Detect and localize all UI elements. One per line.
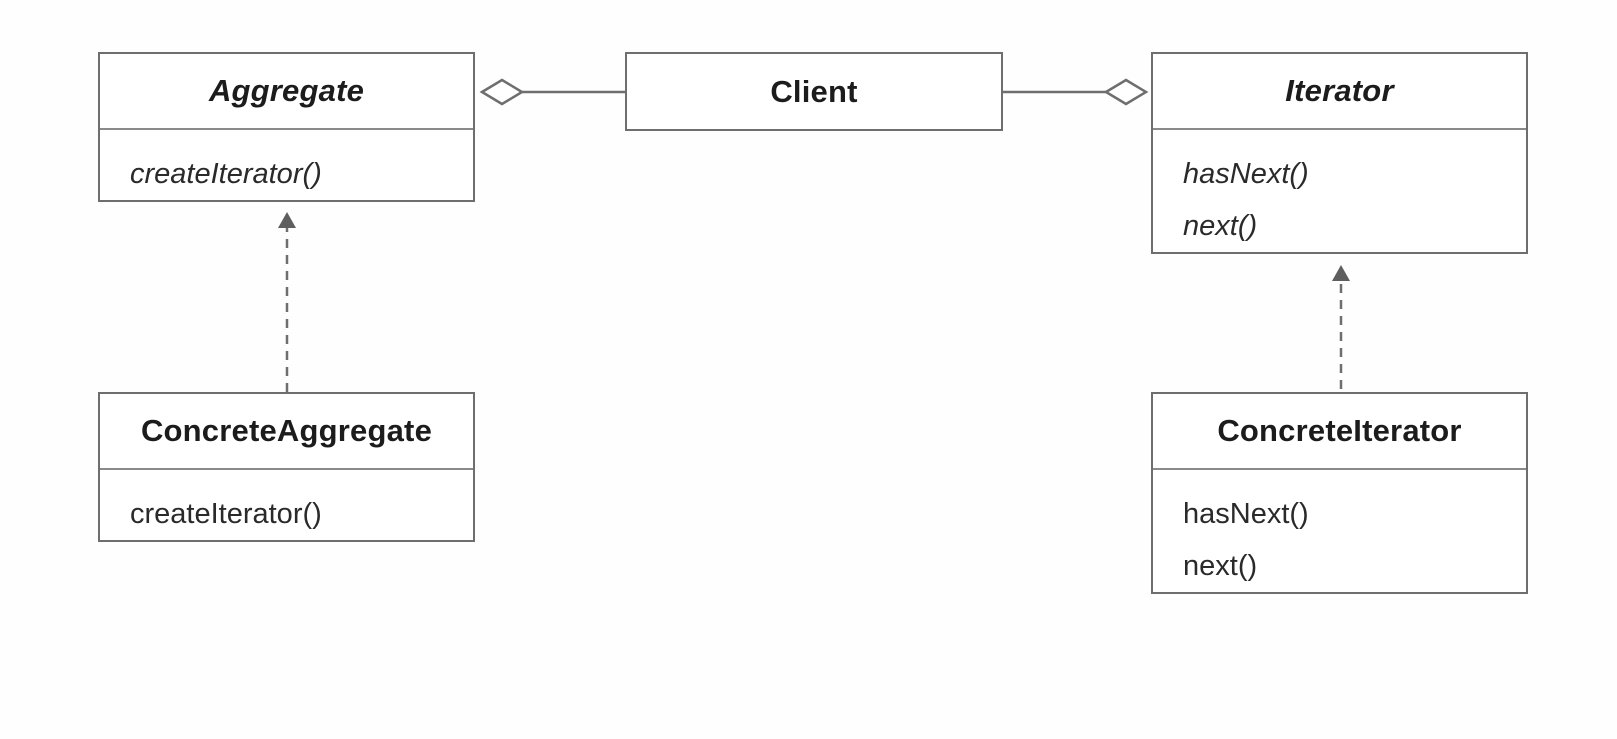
iterator-realization-arrowhead bbox=[1332, 265, 1350, 281]
class-name-iterator: Iterator bbox=[1285, 73, 1394, 108]
operation-next: next() bbox=[1183, 550, 1258, 582]
operation-has-next: hasNext() bbox=[1183, 158, 1309, 190]
class-name-concrete-aggregate: ConcreteAggregate bbox=[140, 413, 433, 448]
operation-next: next() bbox=[1183, 210, 1258, 242]
operation-create-iterator: createIterator() bbox=[130, 158, 322, 190]
operation-has-next: hasNext() bbox=[1183, 498, 1309, 530]
class-name-client: Client bbox=[770, 73, 858, 109]
class-box-concrete-aggregate: ConcreteAggregate createIterator() bbox=[98, 392, 475, 542]
class-box-aggregate: Aggregate createIterator() bbox=[98, 52, 475, 202]
operations-compartment: createIterator() bbox=[100, 468, 473, 540]
operations-compartment: createIterator() bbox=[100, 128, 473, 200]
iterator-aggregation-diamond bbox=[1103, 78, 1149, 106]
aggregate-aggregation-diamond bbox=[479, 78, 525, 106]
operation-create-iterator: createIterator() bbox=[130, 498, 322, 530]
class-box-iterator: Iterator hasNext() next() bbox=[1151, 52, 1528, 254]
class-name-aggregate: Aggregate bbox=[208, 73, 365, 108]
class-box-concrete-iterator: ConcreteIterator hasNext() next() bbox=[1151, 392, 1528, 594]
operations-compartment: hasNext() next() bbox=[1153, 468, 1526, 592]
class-box-client: Client bbox=[625, 52, 1003, 131]
class-name-concrete-iterator: ConcreteIterator bbox=[1217, 413, 1462, 448]
operations-compartment: hasNext() next() bbox=[1153, 128, 1526, 252]
aggregate-realization-arrowhead bbox=[278, 212, 296, 228]
